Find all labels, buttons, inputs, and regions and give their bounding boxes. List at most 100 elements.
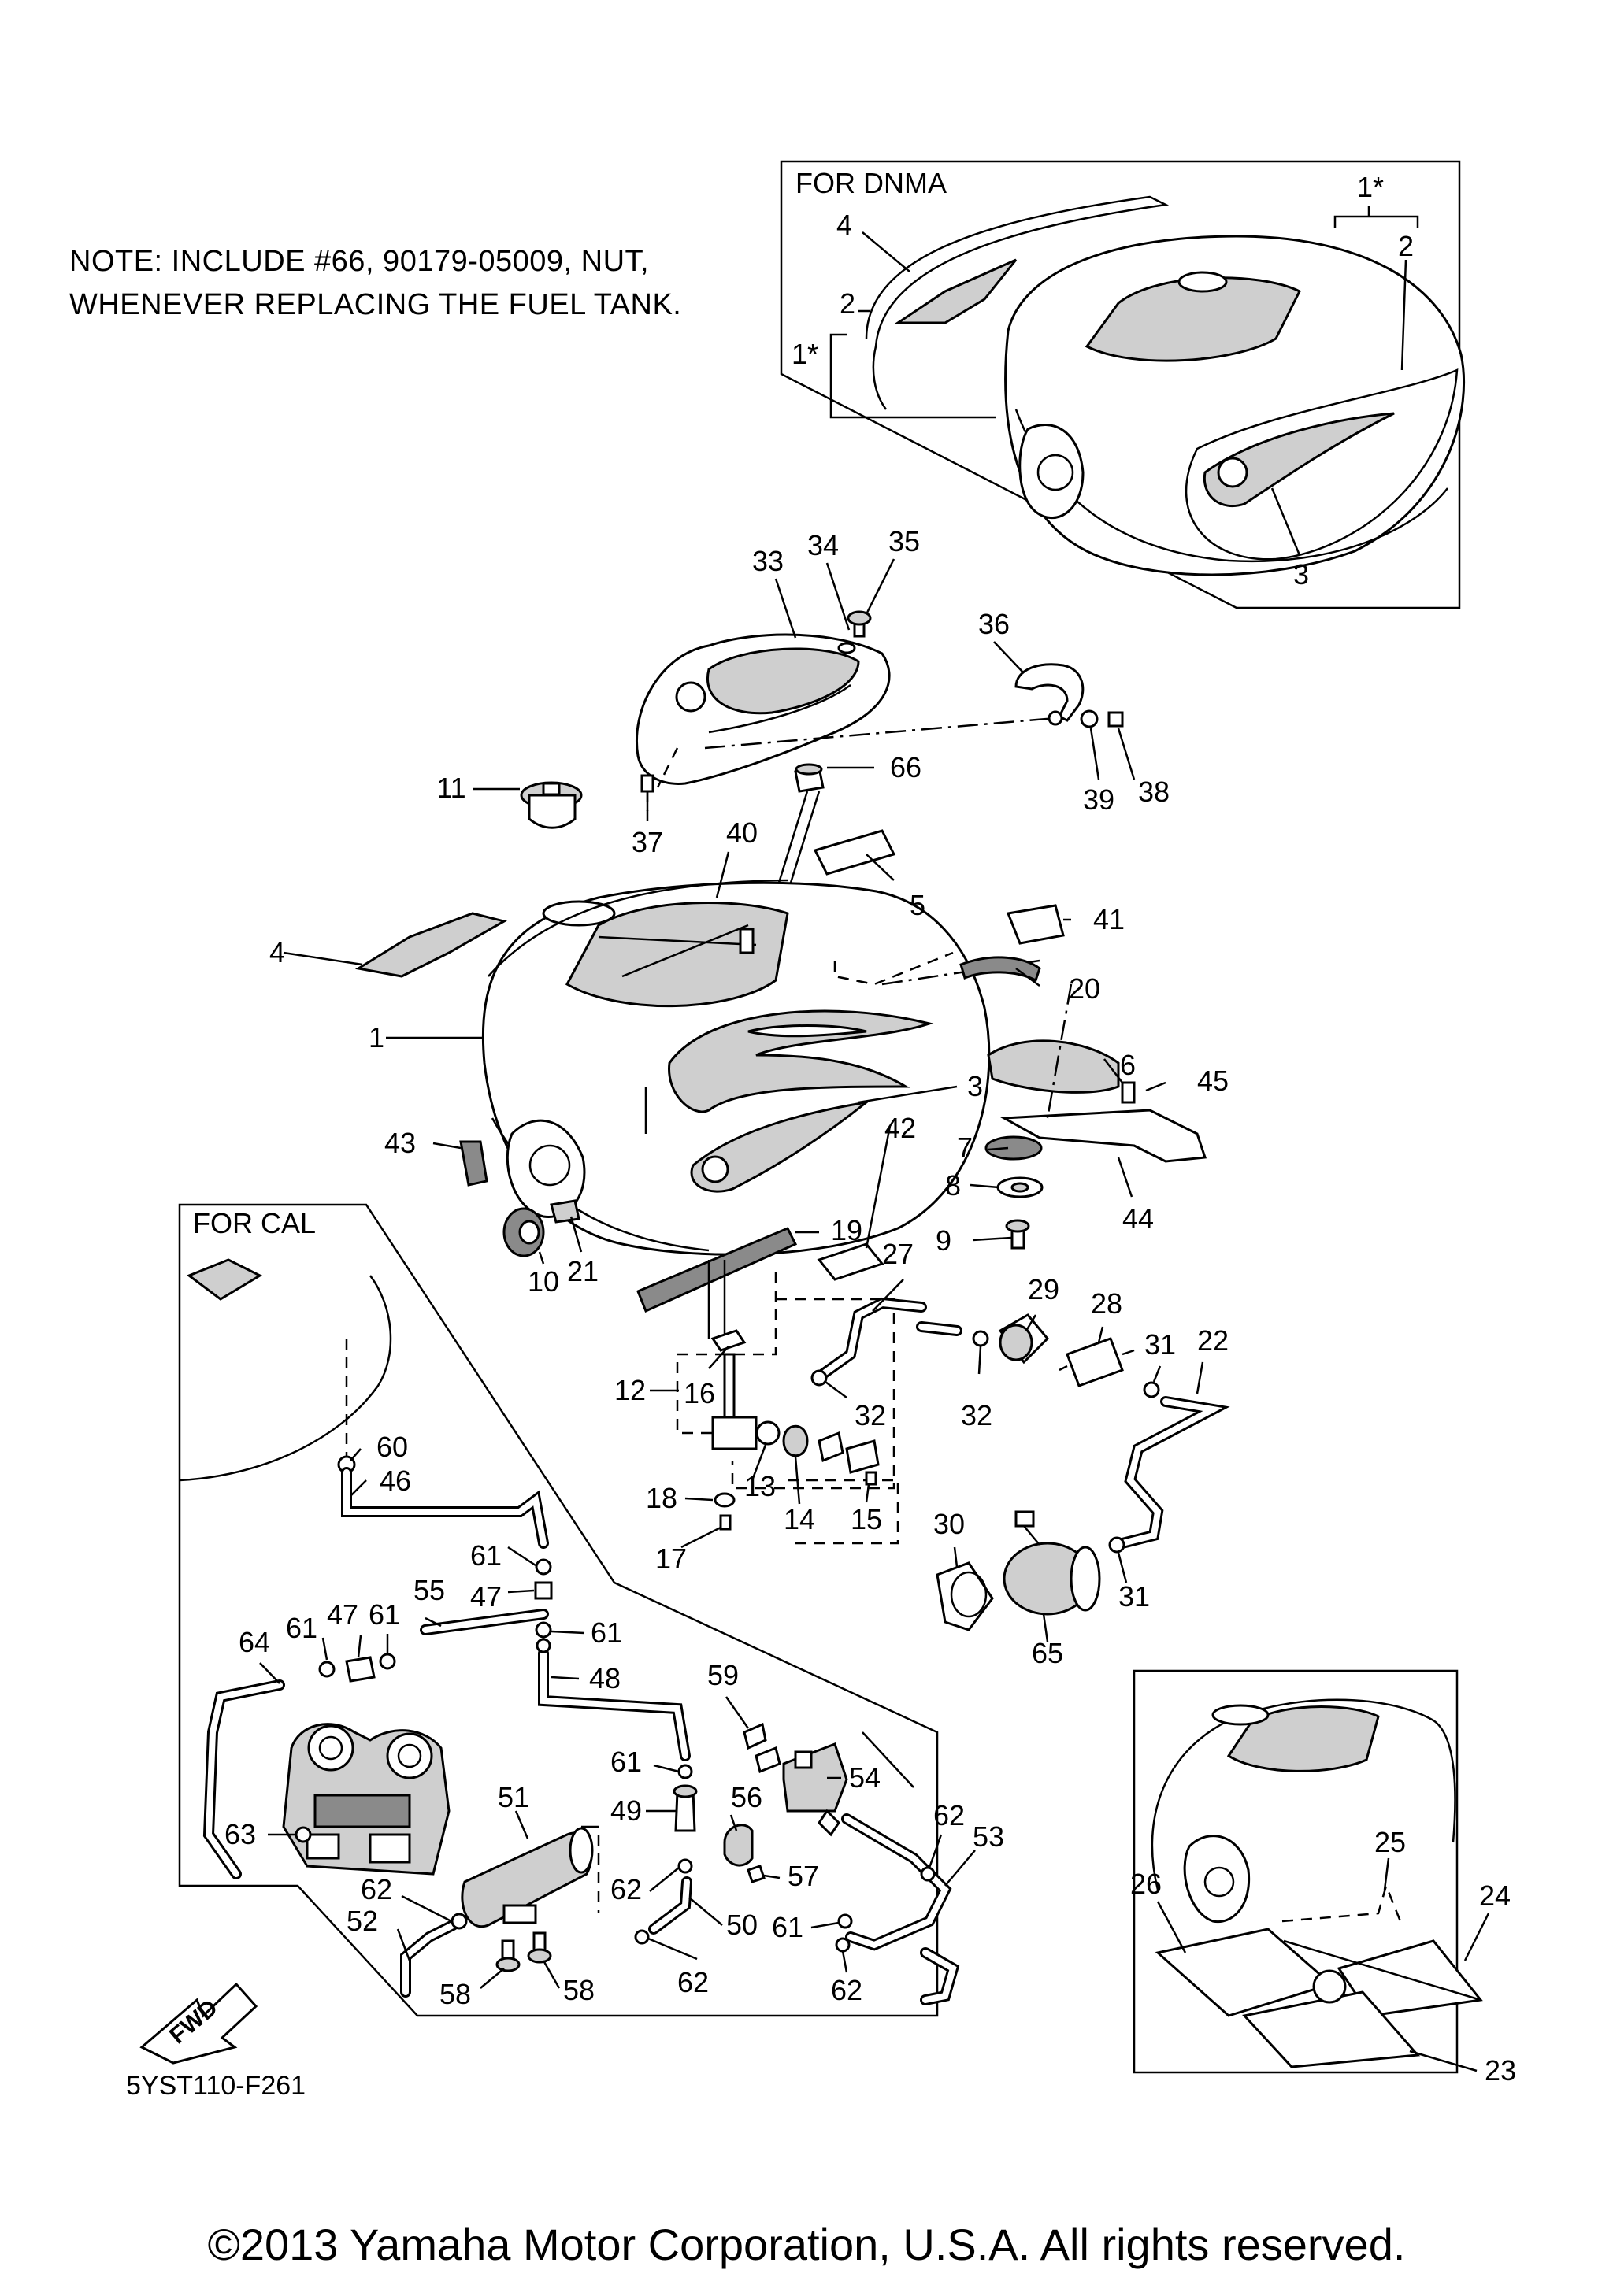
callout-53: 53 [973, 1820, 1004, 1853]
tank-strip-19 [636, 1227, 798, 1313]
callout-4-dnma: 4 [836, 209, 852, 241]
callout-14: 14 [784, 1503, 815, 1535]
callout-55: 55 [413, 1574, 445, 1606]
callout-27: 27 [882, 1238, 914, 1270]
callout-60: 60 [376, 1431, 408, 1463]
bracket-56 [723, 1824, 754, 1867]
clip-62-b [677, 1858, 693, 1874]
tank-pad [959, 956, 1041, 983]
clip-61-a [535, 1558, 552, 1576]
callout-49: 49 [610, 1794, 642, 1827]
callout-11: 11 [436, 772, 465, 804]
callout-34: 34 [807, 529, 839, 561]
callout-23: 23 [1485, 2054, 1516, 2087]
callout-61-e: 61 [610, 1746, 642, 1778]
callout-21: 21 [567, 1255, 599, 1287]
callout-32-b: 32 [961, 1399, 992, 1431]
callout-62-e: 62 [831, 1974, 862, 2006]
dnma-inset: FOR DNMA 4 2 1* 1* 2 3 [780, 160, 1466, 609]
callout-37: 37 [632, 826, 663, 858]
cover-bracket [1014, 663, 1085, 722]
clip-61-b [535, 1621, 552, 1639]
cal-inset-title: FOR CAL [193, 1207, 316, 1239]
callout-28: 28 [1091, 1287, 1122, 1320]
tank-decal [354, 912, 507, 978]
callout-18: 18 [646, 1482, 677, 1514]
clip-62-c [634, 1929, 650, 1945]
callout-61-c: 61 [286, 1612, 317, 1644]
dnma-side-emblem [1203, 412, 1395, 508]
callout-45: 45 [1197, 1065, 1229, 1097]
callout-62-a: 62 [361, 1873, 392, 1905]
callout-10: 10 [528, 1265, 559, 1298]
dnma-inset-title: FOR DNMA [795, 167, 947, 199]
callout-62-c: 62 [677, 1966, 709, 1998]
callout-58-a: 58 [439, 1978, 471, 2010]
callout-46: 46 [380, 1465, 411, 1497]
callout-62-b: 62 [610, 1873, 642, 1905]
callout-29: 29 [1028, 1273, 1059, 1305]
fuel-filter-28 [1066, 1337, 1124, 1387]
callout-41: 41 [1093, 903, 1125, 935]
bracket-washer [1080, 709, 1099, 728]
main-fuel-tank: 4 1 40 5 41 20 3 42 43 21 10 [269, 817, 1125, 1298]
callout-7: 7 [957, 1131, 973, 1164]
callout-57: 57 [788, 1860, 819, 1892]
callout-30: 30 [933, 1508, 965, 1540]
screw-59-a [755, 1746, 781, 1774]
bracket-cover [987, 1039, 1120, 1094]
bracket-bolt-45 [1121, 1081, 1136, 1104]
callout-12: 12 [614, 1374, 646, 1406]
bracket-bolt [1107, 711, 1124, 728]
callout-2-dnma-stripe: 2 [1398, 230, 1414, 262]
mount-bracket [999, 1109, 1207, 1163]
callout-65: 65 [1032, 1637, 1063, 1669]
callout-15: 15 [851, 1503, 882, 1535]
damper-7 [984, 1135, 1043, 1161]
o-ring-13 [755, 1420, 781, 1446]
forward-direction-arrow: FWD [139, 1982, 258, 2065]
callout-38: 38 [1138, 776, 1170, 808]
clip-32-b [972, 1330, 989, 1347]
fuel-label [813, 829, 896, 876]
drawing-code: 5YST110-F261 [126, 2071, 306, 2101]
joint-47-a [534, 1581, 553, 1600]
callout-61-f: 61 [772, 1911, 803, 1943]
clip-32-a [810, 1369, 828, 1387]
clip-31-b [1108, 1536, 1125, 1554]
clip-61-f [837, 1913, 853, 1929]
screw-15 [865, 1471, 877, 1486]
callout-33: 33 [752, 545, 784, 577]
tank-side-emblem [690, 1100, 871, 1193]
callout-31-a: 31 [1144, 1328, 1176, 1361]
mounting-nut: 66 [770, 751, 921, 906]
callout-40: 40 [726, 817, 758, 849]
callout-63: 63 [224, 1818, 256, 1850]
callout-48: 48 [589, 1662, 621, 1694]
callout-13: 13 [744, 1470, 776, 1502]
callout-59: 59 [707, 1659, 739, 1691]
callout-64: 64 [239, 1626, 270, 1658]
callout-31-b: 31 [1118, 1580, 1150, 1613]
tank-cover-assembly: 33 34 35 36 39 38 37 [632, 525, 1170, 858]
callout-24: 24 [1479, 1879, 1511, 1912]
tank-flame-graphic [668, 1009, 934, 1113]
note-line-2: WHENEVER REPLACING THE FUEL TANK. [69, 288, 682, 321]
cock-standpipe [723, 1353, 736, 1427]
callout-19: 19 [831, 1214, 862, 1246]
clip-62-e [835, 1937, 851, 1953]
callout-54: 54 [849, 1761, 881, 1794]
copyright-notice: ©2013 Yamaha Motor Corporation, U.S.A. A… [207, 2220, 1406, 2269]
cal-evap-inset: FOR CAL [178, 1203, 1004, 2017]
callout-61-a: 61 [470, 1539, 502, 1572]
callout-17: 17 [655, 1542, 687, 1575]
dnma-pinstripe [1185, 368, 1459, 561]
cover-clip [640, 774, 654, 793]
callout-50: 50 [726, 1909, 758, 1941]
callout-42: 42 [884, 1112, 916, 1144]
callout-9: 9 [936, 1224, 951, 1257]
callout-61-b: 61 [591, 1616, 622, 1649]
callout-58-b: 58 [563, 1974, 595, 2006]
callout-44: 44 [1122, 1202, 1154, 1235]
